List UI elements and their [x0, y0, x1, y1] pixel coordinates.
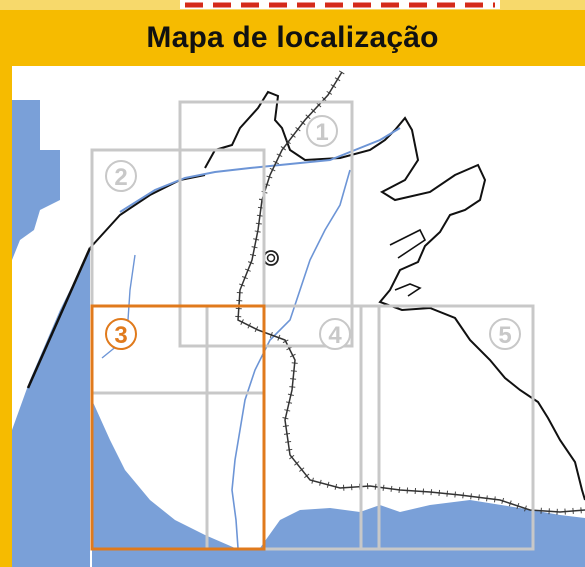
- header-bar: Mapa de localização: [0, 10, 585, 66]
- map-title: Mapa de localização: [146, 21, 439, 54]
- section-2-frame[interactable]: [90, 148, 266, 395]
- svg-text:3: 3: [114, 322, 127, 349]
- left-border-strip: [0, 66, 12, 567]
- tributary-river: [231, 169, 351, 549]
- section-1-frame[interactable]: [178, 100, 354, 348]
- svg-text:2: 2: [114, 164, 127, 191]
- bay-water-area: [12, 250, 90, 567]
- west-coast-line: [26, 247, 92, 389]
- svg-text:1: 1: [315, 119, 328, 146]
- coastline: [204, 90, 585, 501]
- svg-text:4: 4: [328, 322, 342, 349]
- section-4-frame[interactable]: [205, 304, 381, 551]
- railway-ties: [234, 70, 585, 516]
- left-water-area: [12, 100, 60, 260]
- section-badge-2[interactable]: 2: [105, 160, 137, 192]
- section-badge-5[interactable]: 5: [489, 318, 521, 350]
- inlet-coast: [389, 228, 427, 297]
- section-5-frame[interactable]: [359, 304, 535, 551]
- section-badge-3[interactable]: 3: [105, 318, 137, 350]
- south-water-area: [92, 400, 585, 567]
- section-badge-4[interactable]: 4: [319, 318, 351, 350]
- top-dashed-stripe: [180, 0, 500, 9]
- station-marker-icon: [263, 250, 279, 266]
- svg-text:5: 5: [498, 322, 511, 349]
- northwest-shore: [89, 174, 206, 249]
- section-3-frame[interactable]: [90, 304, 266, 551]
- section-badge-1[interactable]: 1: [306, 115, 338, 147]
- main-river: [119, 127, 401, 213]
